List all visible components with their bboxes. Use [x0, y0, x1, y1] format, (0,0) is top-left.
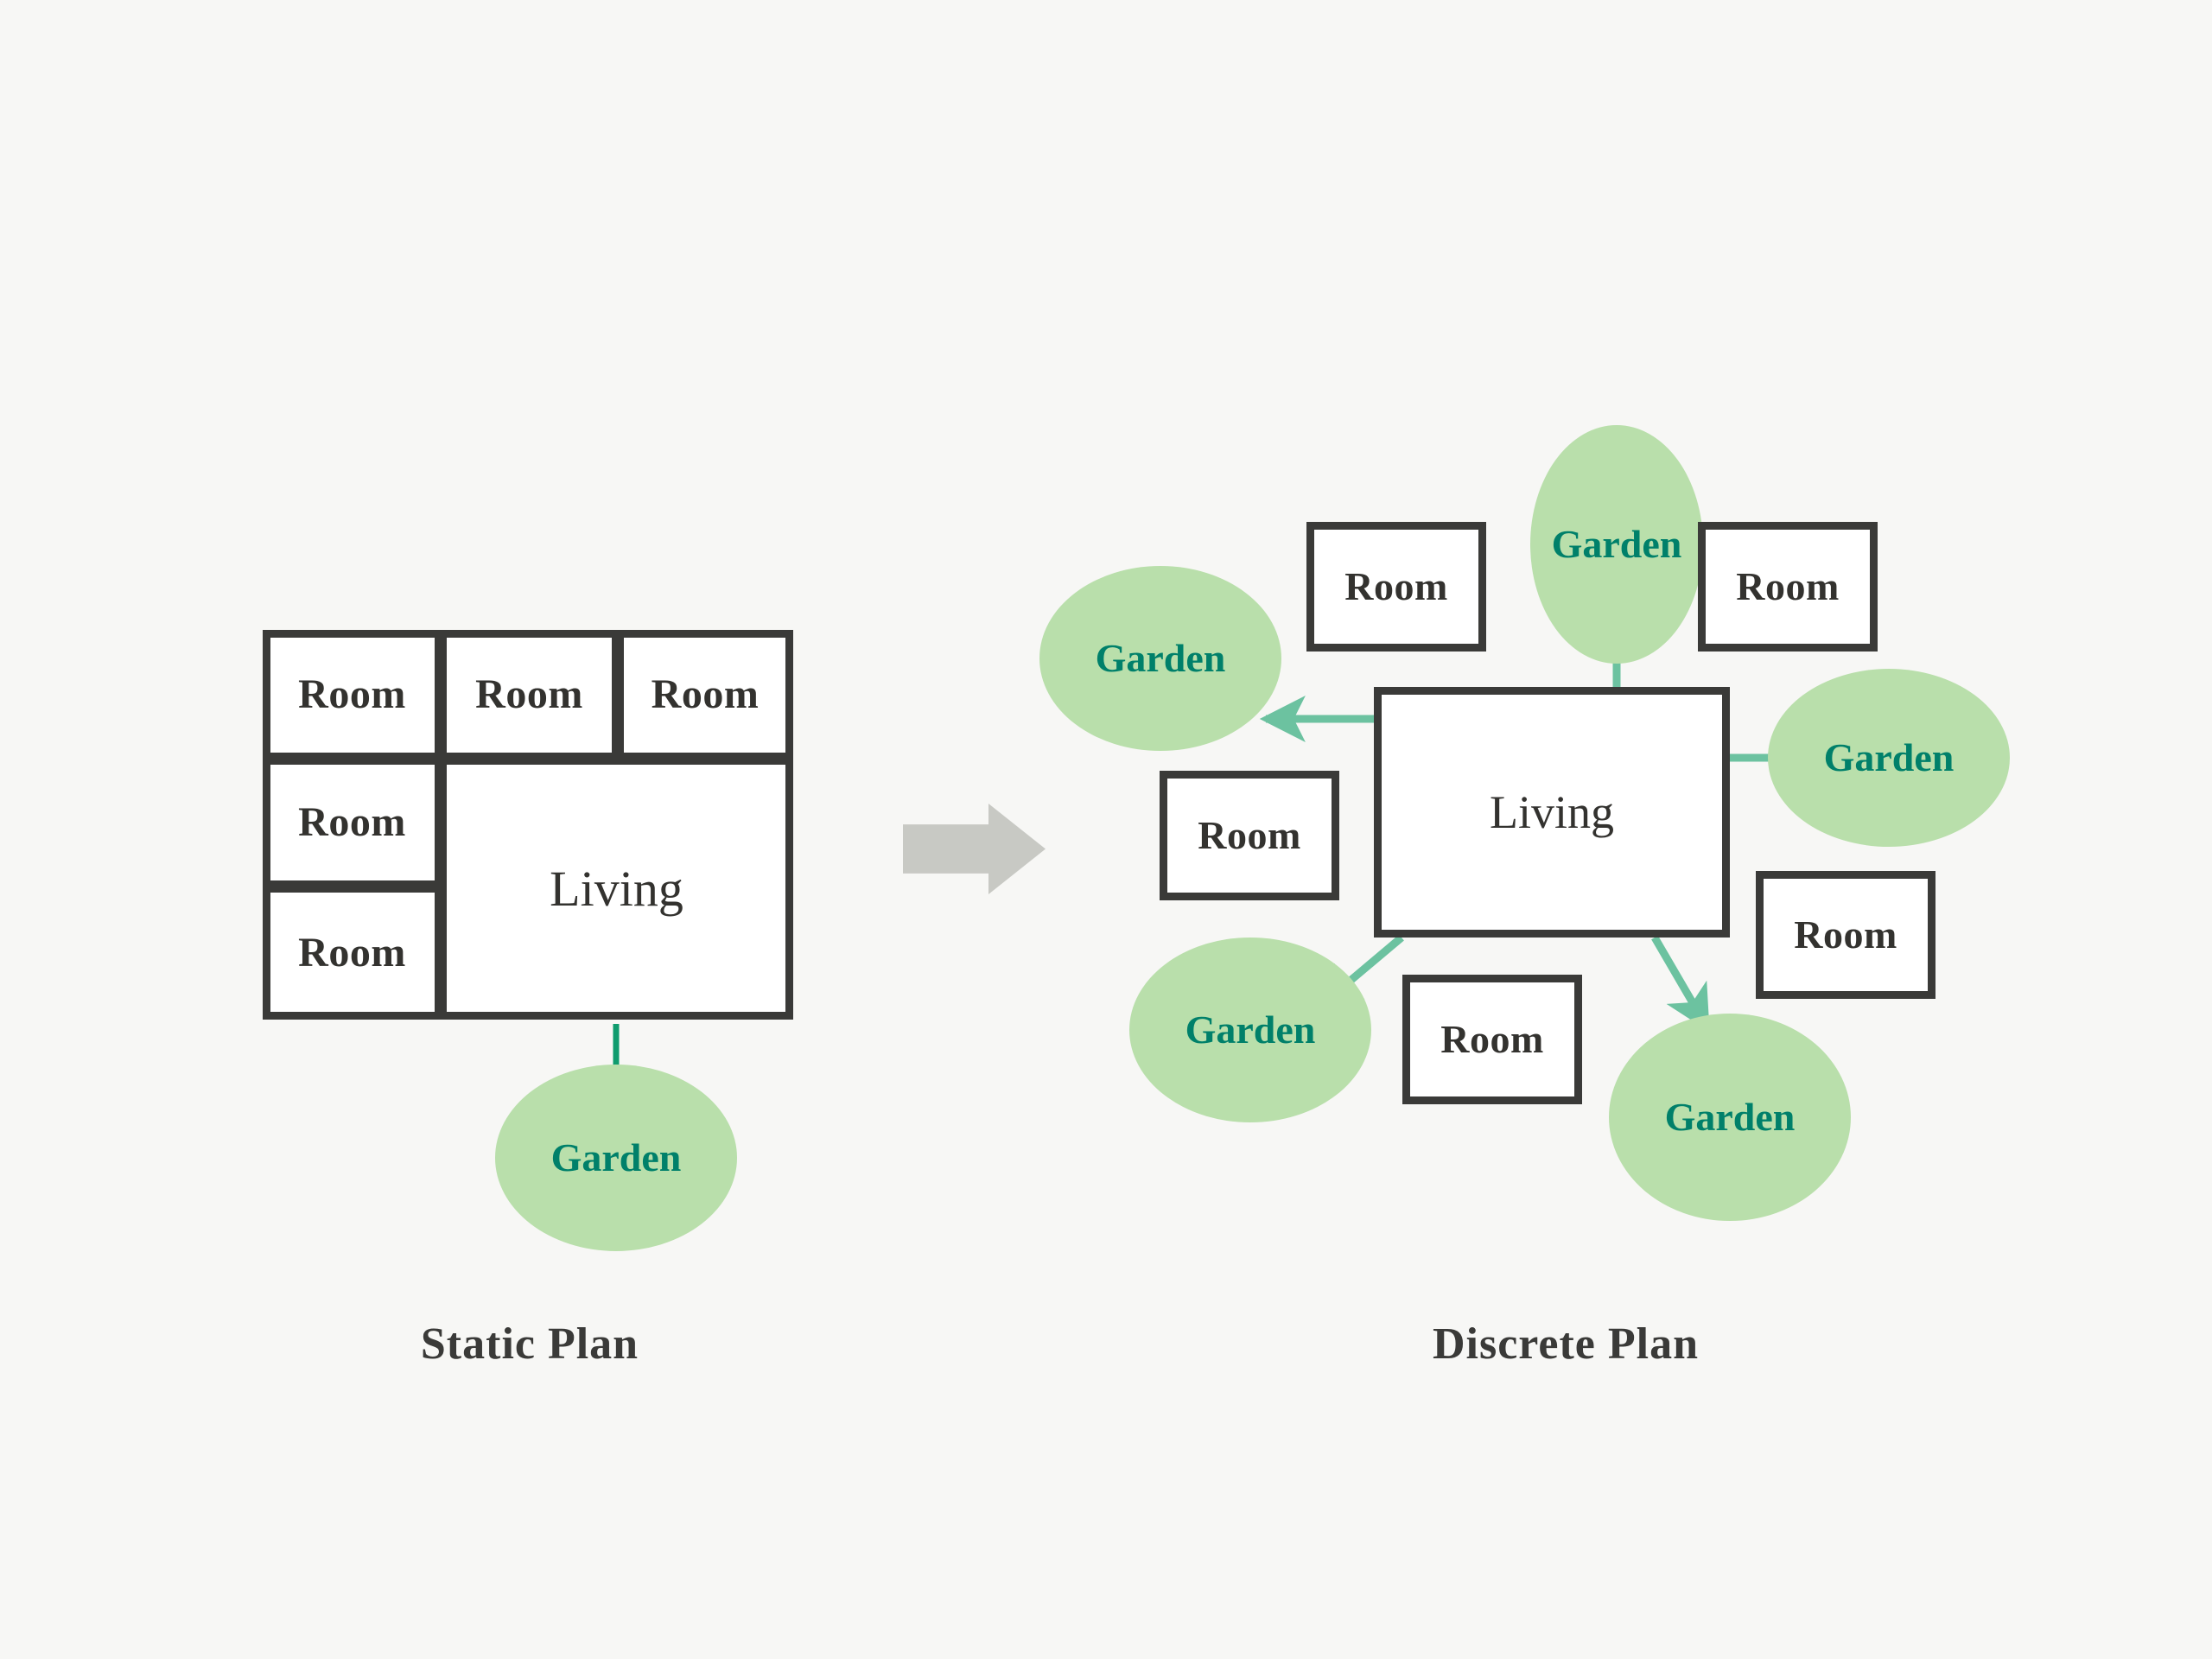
static-plan-room-cell: Room	[618, 631, 792, 759]
garden-bottom-right: Garden	[1609, 1014, 1851, 1221]
garden-label: Garden	[1664, 1095, 1796, 1139]
cell-label: Room	[475, 671, 583, 717]
static-plan-room-cell: Room	[264, 631, 441, 759]
garden-label: Garden	[550, 1135, 682, 1179]
garden-left: Garden	[1039, 566, 1281, 751]
garden-label: Garden	[1095, 636, 1226, 680]
room-label: Room	[1344, 564, 1448, 608]
room-mid-right: Room	[1756, 871, 1936, 999]
arrow-to-garden-bottom-right	[1651, 935, 1710, 1033]
room-label: Room	[1736, 564, 1840, 608]
cell-label: Room	[298, 799, 406, 845]
cell-label: Room	[651, 671, 760, 717]
cell-label: Room	[298, 671, 406, 717]
static-plan-room-cell: Room	[441, 631, 618, 759]
garden-label: Garden	[1823, 735, 1955, 779]
living-label: Living	[1490, 786, 1614, 838]
room-label: Room	[1198, 813, 1301, 857]
garden-top: Garden	[1530, 425, 1703, 664]
discrete-plan-living-box: Living	[1374, 687, 1730, 938]
static-plan-room-cell: Room	[264, 887, 441, 1019]
static-plan-room-cell: Room	[264, 759, 441, 887]
static-plan-title: Static Plan	[420, 1319, 639, 1369]
static-plan-garden: Garden	[495, 1065, 737, 1251]
room-mid-left: Room	[1160, 771, 1339, 900]
room-label: Room	[1440, 1017, 1544, 1061]
room-top-left: Room	[1306, 522, 1486, 652]
static-plan-living-cell: Living	[441, 759, 792, 1019]
room-top-right: Room	[1698, 522, 1878, 652]
cell-label: Living	[550, 860, 683, 917]
garden-label: Garden	[1551, 522, 1682, 566]
garden-label: Garden	[1185, 1007, 1316, 1052]
room-bottom-center: Room	[1402, 975, 1582, 1104]
garden-bottom-left: Garden	[1129, 938, 1371, 1122]
garden-right: Garden	[1768, 669, 2010, 847]
room-label: Room	[1794, 912, 1897, 957]
discrete-plan-title: Discrete Plan	[1432, 1319, 1700, 1369]
cell-label: Room	[298, 929, 406, 976]
